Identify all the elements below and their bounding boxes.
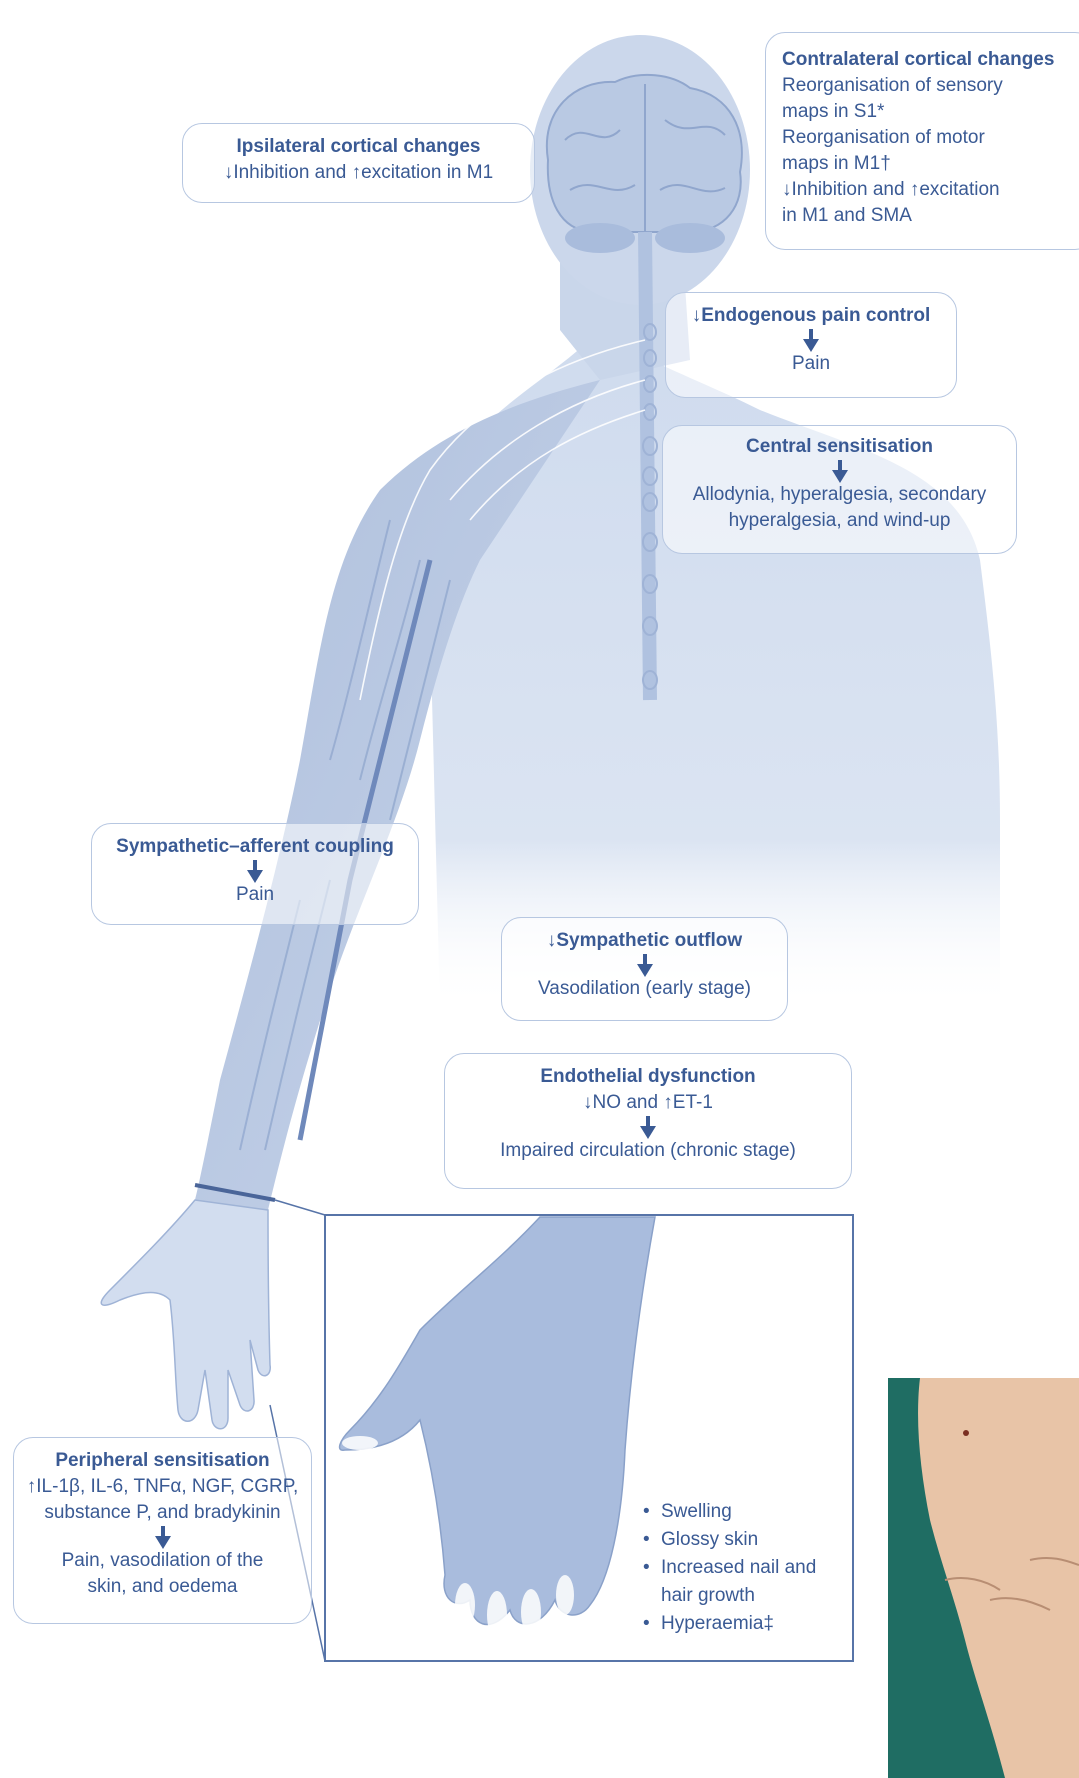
down-arrow-icon <box>803 339 819 352</box>
sympathetic-outflow-box: ↓Sympathetic outflow Vasodilation (early… <box>501 917 788 1021</box>
contralateral-line: in M1 and SMA <box>782 203 1078 229</box>
contralateral-line: Reorganisation of sensory <box>782 73 1078 99</box>
contralateral-line: maps in S1* <box>782 99 1078 125</box>
sympathetic-outflow-title: ↓Sympathetic outflow <box>508 928 781 954</box>
hand-sign-item: hair growth <box>643 1582 853 1610</box>
down-arrow-icon <box>640 1126 656 1139</box>
endogenous-title: ↓Endogenous pain control <box>672 303 950 329</box>
hand-sign-item: Hyperaemia‡ <box>643 1610 853 1638</box>
peripheral-result-line: Pain, vasodilation of the <box>18 1548 307 1574</box>
ipsilateral-line: ↓Inhibition and ↑excitation in M1 <box>189 160 528 186</box>
endothelial-line: ↓NO and ↑ET-1 <box>451 1090 845 1116</box>
endogenous-pain-control-box: ↓Endogenous pain control Pain <box>665 292 957 398</box>
contralateral-line: Reorganisation of motor <box>782 125 1078 151</box>
sympathetic-afferent-title: Sympathetic–afferent coupling <box>98 834 412 860</box>
peripheral-sensitisation-box: Peripheral sensitisation ↑IL-1β, IL-6, T… <box>13 1437 312 1624</box>
sympathetic-afferent-result: Pain <box>98 882 412 908</box>
endothelial-result: Impaired circulation (chronic stage) <box>451 1138 845 1164</box>
hand-sign-item: Increased nail and <box>643 1554 853 1582</box>
sympathetic-outflow-result: Vasodilation (early stage) <box>508 976 781 1002</box>
peripheral-line: substance P, and bradykinin <box>18 1500 307 1526</box>
down-arrow-icon <box>155 1536 171 1549</box>
hand-sign-item: Glossy skin <box>643 1526 853 1554</box>
contralateral-cortical-changes-box: Contralateral cortical changes Reorganis… <box>765 32 1079 250</box>
central-sensitisation-box: Central sensitisation Allodynia, hyperal… <box>662 425 1017 554</box>
down-arrow-icon <box>247 870 263 883</box>
ipsilateral-title: Ipsilateral cortical changes <box>189 134 528 160</box>
spinal-cord <box>645 232 650 700</box>
hand-shape <box>101 1200 270 1429</box>
down-arrow-icon <box>637 964 653 977</box>
swollen-hand-shape <box>340 1217 655 1624</box>
contralateral-line: ↓Inhibition and ↑excitation <box>782 177 1078 203</box>
hand-signs-list: Swelling Glossy skin Increased nail and … <box>643 1498 853 1638</box>
contralateral-title: Contralateral cortical changes <box>782 47 1078 73</box>
central-title: Central sensitisation <box>669 434 1010 460</box>
ipsilateral-cortical-changes-box: Ipsilateral cortical changes ↓Inhibition… <box>182 123 535 203</box>
central-result-line: hyperalgesia, and wind-up <box>669 508 1010 534</box>
endothelial-title: Endothelial dysfunction <box>451 1064 845 1090</box>
endothelial-dysfunction-box: Endothelial dysfunction ↓NO and ↑ET-1 Im… <box>444 1053 852 1189</box>
central-result-line: Allodynia, hyperalgesia, secondary <box>669 482 1010 508</box>
down-arrow-icon <box>832 470 848 483</box>
hand-sign-item: Swelling <box>643 1498 853 1526</box>
contralateral-line: maps in M1† <box>782 151 1078 177</box>
sympathetic-afferent-coupling-box: Sympathetic–afferent coupling Pain <box>91 823 419 925</box>
peripheral-result-line: skin, and oedema <box>18 1574 307 1600</box>
endogenous-result: Pain <box>672 351 950 377</box>
peripheral-line: ↑IL-1β, IL-6, TNFα, NGF, CGRP, <box>18 1474 307 1500</box>
peripheral-title: Peripheral sensitisation <box>18 1448 307 1474</box>
